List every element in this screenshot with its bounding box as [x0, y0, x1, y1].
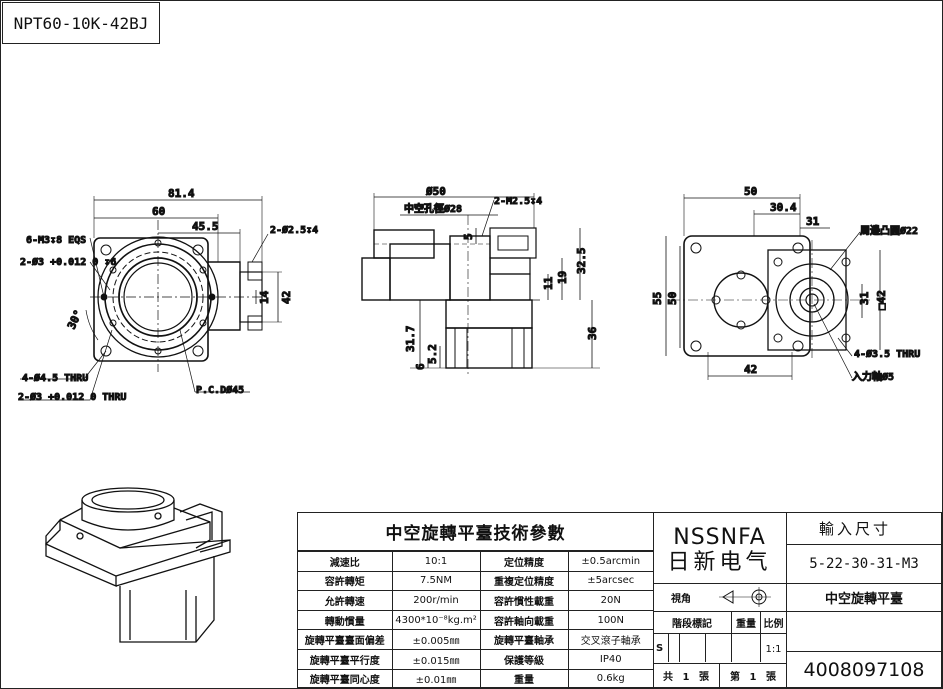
dim-81-4: 81.4: [168, 187, 195, 200]
sheet-number: 第 1 張: [730, 671, 776, 683]
dim-31-7: 31.7: [404, 326, 417, 353]
spec-param-label: 重量: [479, 668, 569, 689]
dim-19: 19: [556, 271, 569, 284]
spec-param-value: ±0.5arcmin: [567, 551, 653, 572]
brand-logo: NSSNFA 日新电气: [653, 513, 787, 584]
dim-32-5: 32.5: [575, 248, 588, 275]
view-angle-cell: 視角: [653, 583, 787, 612]
stage-mark: S: [653, 634, 669, 662]
weight-label: 重量: [732, 611, 761, 634]
spec-param-label: 重複定位精度: [479, 570, 569, 592]
dim-14: 14: [258, 290, 271, 304]
dim-sq42: □42: [875, 290, 888, 310]
stage-label: 階段標記: [653, 611, 732, 634]
dim-42-front: 42: [280, 291, 293, 304]
callout-pcd45: P.C.DØ45: [196, 384, 244, 396]
brand-en: NSSNFA: [673, 525, 766, 550]
spec-param-label: 容許慣性載重: [479, 590, 569, 611]
dim-11: 11: [542, 276, 555, 290]
spec-param-value: 7.5NM: [391, 570, 481, 592]
spec-param-label: 旋轉平臺同心度: [298, 668, 393, 689]
dim-31-side: 31: [858, 291, 871, 305]
spec-param-label: 保護等級: [479, 648, 569, 670]
dim-d50: Ø50: [425, 185, 446, 198]
scale-label: 比例: [761, 611, 786, 634]
input-size-label: 輸入尺寸: [787, 513, 941, 545]
spec-param-value: 10:1: [391, 551, 481, 572]
spec-param-value: 4300*10⁻⁸kg.m²: [391, 609, 481, 631]
spec-param-value: IP40: [567, 648, 653, 670]
dim-2-m2-5-side: 2-M2.5↧4: [494, 196, 542, 207]
dim-60: 60: [152, 205, 165, 218]
spec-param-value: 100N: [567, 609, 653, 631]
spec-param-label: 旋轉平臺臺面偏差: [298, 629, 393, 650]
spec-param-label: 減速比: [298, 551, 393, 572]
dim-31-top: 31: [806, 215, 820, 228]
sheet-info: 共 1 張 第 1 張: [653, 663, 787, 687]
sheets-total: 共 1 張: [653, 663, 720, 687]
dim-30-4: 30.4: [770, 201, 797, 214]
scale-value: 1:1: [765, 643, 782, 655]
spec-param-label: 容許轉矩: [298, 570, 393, 592]
view-angle-label: 視角: [671, 594, 691, 605]
spec-param-value: 200r/min: [391, 590, 481, 611]
callout-2-d3-thru: 2-Ø3 +0.012 0 THRU: [18, 391, 126, 403]
brand-cn: 日新电气: [667, 550, 772, 575]
dim-50-top: 50: [744, 185, 757, 198]
spec-param-label: 旋轉平臺平行度: [298, 648, 393, 670]
spec-title: 中空旋轉平臺技術參數: [298, 513, 653, 551]
spec-param-value: 20N: [567, 590, 653, 611]
model-number: NPT60-10K-42BJ: [2, 2, 160, 44]
spec-param-label: 旋轉平臺軸承: [479, 629, 569, 650]
spec-param-value: ±5arcsec: [567, 570, 653, 592]
dim-5-2: 5.2: [426, 344, 439, 364]
product-name: 中空旋轉平臺: [787, 583, 941, 612]
callout-2-d3-depth: 2-Ø3 +0.012 0 ↧6: [20, 256, 116, 268]
spec-param-value: 交叉滾子軸承: [567, 629, 653, 650]
isometric-view: [45, 487, 231, 643]
spec-param-value: ±0.015㎜: [391, 648, 481, 670]
dim-boss-d22: 周邊凸圓Ø22: [860, 224, 918, 237]
callout-6-m3: 6-M3↧8 EQS: [26, 235, 86, 246]
spec-param-value: 0.6kg: [567, 668, 653, 689]
dim-45-5: 45.5: [192, 220, 219, 233]
callout-4-d4-5: 4-Ø4.5 THRU: [22, 372, 88, 384]
callout-input-shaft: 入力軸Ø5: [852, 370, 894, 383]
input-size-code: 5-22-30-31-M3: [787, 545, 941, 584]
dim-55: 55: [651, 292, 664, 305]
spec-param-label: 轉動慣量: [298, 609, 393, 631]
dim-36: 36: [586, 326, 599, 340]
spec-param-value: ±0.01㎜: [391, 668, 481, 689]
projection-symbol-icon: [719, 587, 771, 607]
phone-number: 4008097108: [787, 651, 941, 688]
dim-5: 5: [462, 233, 475, 240]
callout-4-d3-5: 4-Ø3.5 THRU: [854, 348, 920, 360]
dim-hollow-d28: 中空孔徑Ø28: [404, 202, 462, 215]
dim-50-side: 50: [666, 292, 679, 305]
revision-grid: 階段標記 重量 比例 S 1:1: [653, 611, 787, 664]
front-view: 81.4 60 45.5 2-Ø2.5↧4 14 42 30° 6-M3↧8 E…: [18, 187, 319, 404]
dim-42-bottom: 42: [744, 363, 757, 376]
right-view: 50 30.4 31 周邊凸圓Ø22 55 50 □42 31 42 4-Ø3.…: [651, 185, 921, 384]
spec-param-label: 允許轉速: [298, 590, 393, 611]
spec-param-label: 容許軸向載重: [479, 609, 569, 631]
dim-6: 6: [414, 363, 427, 370]
spec-param-label: 定位精度: [479, 551, 569, 572]
spec-param-value: ±0.005㎜: [391, 629, 481, 650]
side-view: Ø50 中空孔徑Ø28 2-M2.5↧4 5 11 19 32.5 31.7 5…: [361, 185, 600, 375]
dim-30-deg: 30°: [65, 308, 85, 332]
dim-2-m2-5-front: 2-Ø2.5↧4: [270, 224, 318, 236]
